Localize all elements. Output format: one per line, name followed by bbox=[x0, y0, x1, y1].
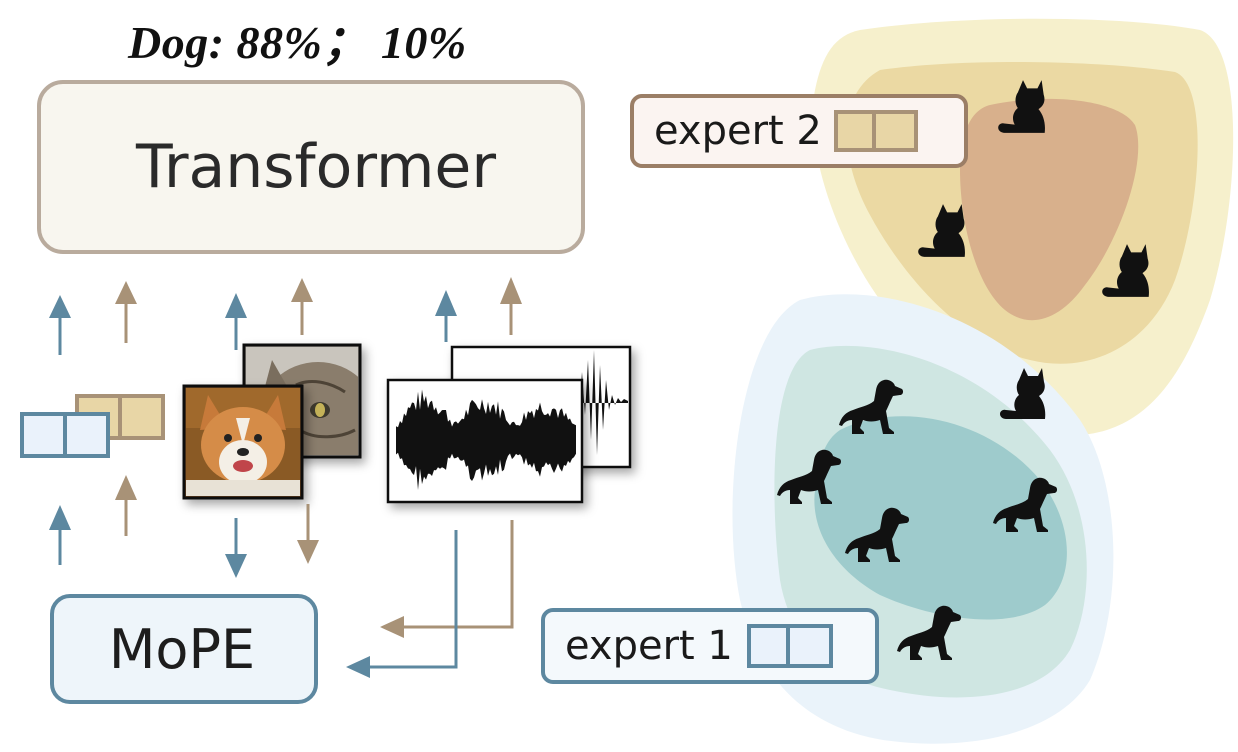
transformer-label: Transformer bbox=[135, 132, 497, 202]
arrow-up-tan bbox=[115, 475, 137, 536]
token-blue bbox=[20, 412, 110, 458]
arrow-up-tan bbox=[500, 277, 522, 335]
arrow-elbow-tan bbox=[380, 520, 514, 638]
token-cell bbox=[790, 628, 829, 664]
token-cell bbox=[838, 114, 876, 148]
audio-to-mope-arrows bbox=[346, 520, 514, 678]
expert2-tag: expert 2 bbox=[630, 94, 968, 168]
expert1-tag: expert 1 bbox=[541, 608, 879, 684]
expert2-token bbox=[833, 110, 918, 152]
audio-waveform bbox=[580, 350, 628, 455]
arrow-up-blue bbox=[225, 293, 247, 350]
expert1-region-inner bbox=[814, 416, 1067, 620]
arrow-up-blue bbox=[49, 295, 71, 355]
arrow-up-tan bbox=[115, 281, 137, 343]
arrow-down-tan bbox=[297, 504, 319, 564]
audio-waveform bbox=[396, 389, 576, 490]
expert2-label: expert 2 bbox=[654, 108, 822, 154]
token-cell bbox=[876, 114, 914, 148]
expert1-label: expert 1 bbox=[565, 623, 733, 669]
expert1-token bbox=[746, 624, 833, 668]
down-arrows bbox=[225, 504, 319, 578]
token-cell bbox=[751, 628, 790, 664]
mope-label: MoPE bbox=[108, 617, 256, 681]
arrow-down-blue bbox=[225, 518, 247, 578]
expert2-region-inner bbox=[960, 98, 1139, 321]
arrow-up-blue bbox=[49, 505, 71, 565]
probability-title: Dog: 88%； 10% bbox=[128, 17, 467, 68]
mope-block: MoPE bbox=[50, 594, 318, 704]
transformer-block: Transformer bbox=[37, 80, 585, 254]
corgi-photo bbox=[186, 388, 300, 496]
arrow-up-tan bbox=[291, 278, 313, 335]
arrow-elbow-blue bbox=[346, 530, 458, 678]
waveform-shape bbox=[396, 389, 576, 490]
arrow-up-blue bbox=[435, 290, 457, 342]
up-arrows-top bbox=[49, 277, 522, 355]
up-arrows-bottom bbox=[49, 475, 137, 565]
